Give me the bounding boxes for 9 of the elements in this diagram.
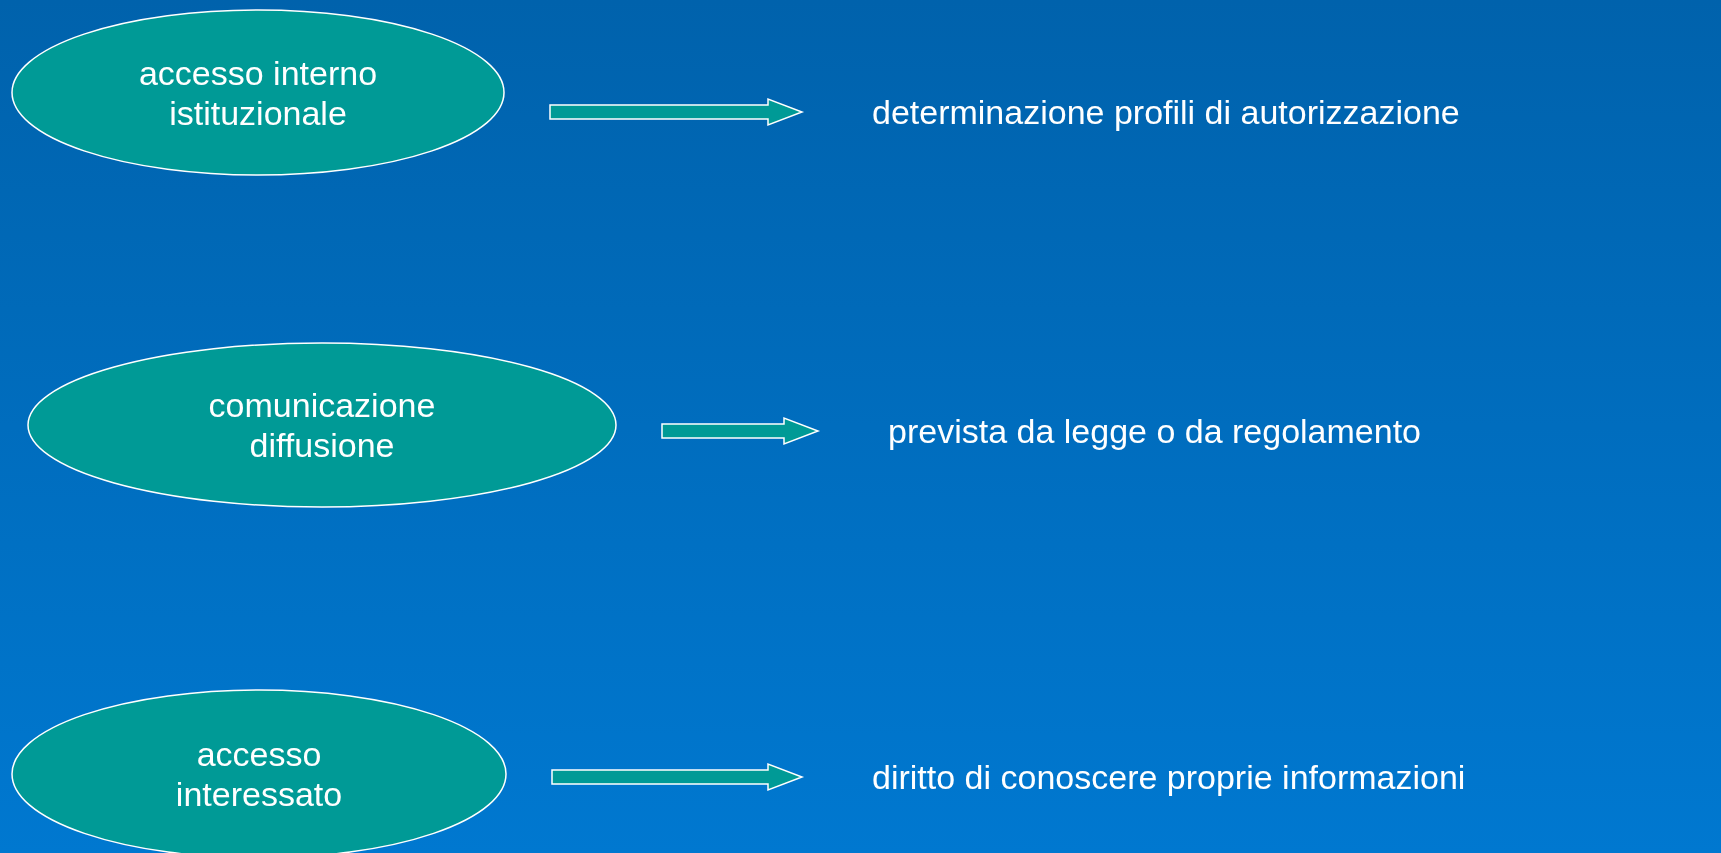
block-arrow bbox=[661, 416, 821, 446]
description-text: determinazione profili di autorizzazione bbox=[872, 92, 1460, 132]
ellipse-label: accesso interessato bbox=[174, 734, 344, 814]
ellipse-label: accesso interno istituzionale bbox=[137, 52, 379, 133]
description-text: prevista da legge o da regolamento bbox=[888, 411, 1422, 451]
description-text: diritto di conoscere proprie informazioni bbox=[872, 757, 1466, 797]
block-arrow bbox=[549, 97, 805, 127]
ellipse-label: comunicazione diffusione bbox=[207, 385, 437, 465]
block-arrow bbox=[551, 762, 805, 792]
